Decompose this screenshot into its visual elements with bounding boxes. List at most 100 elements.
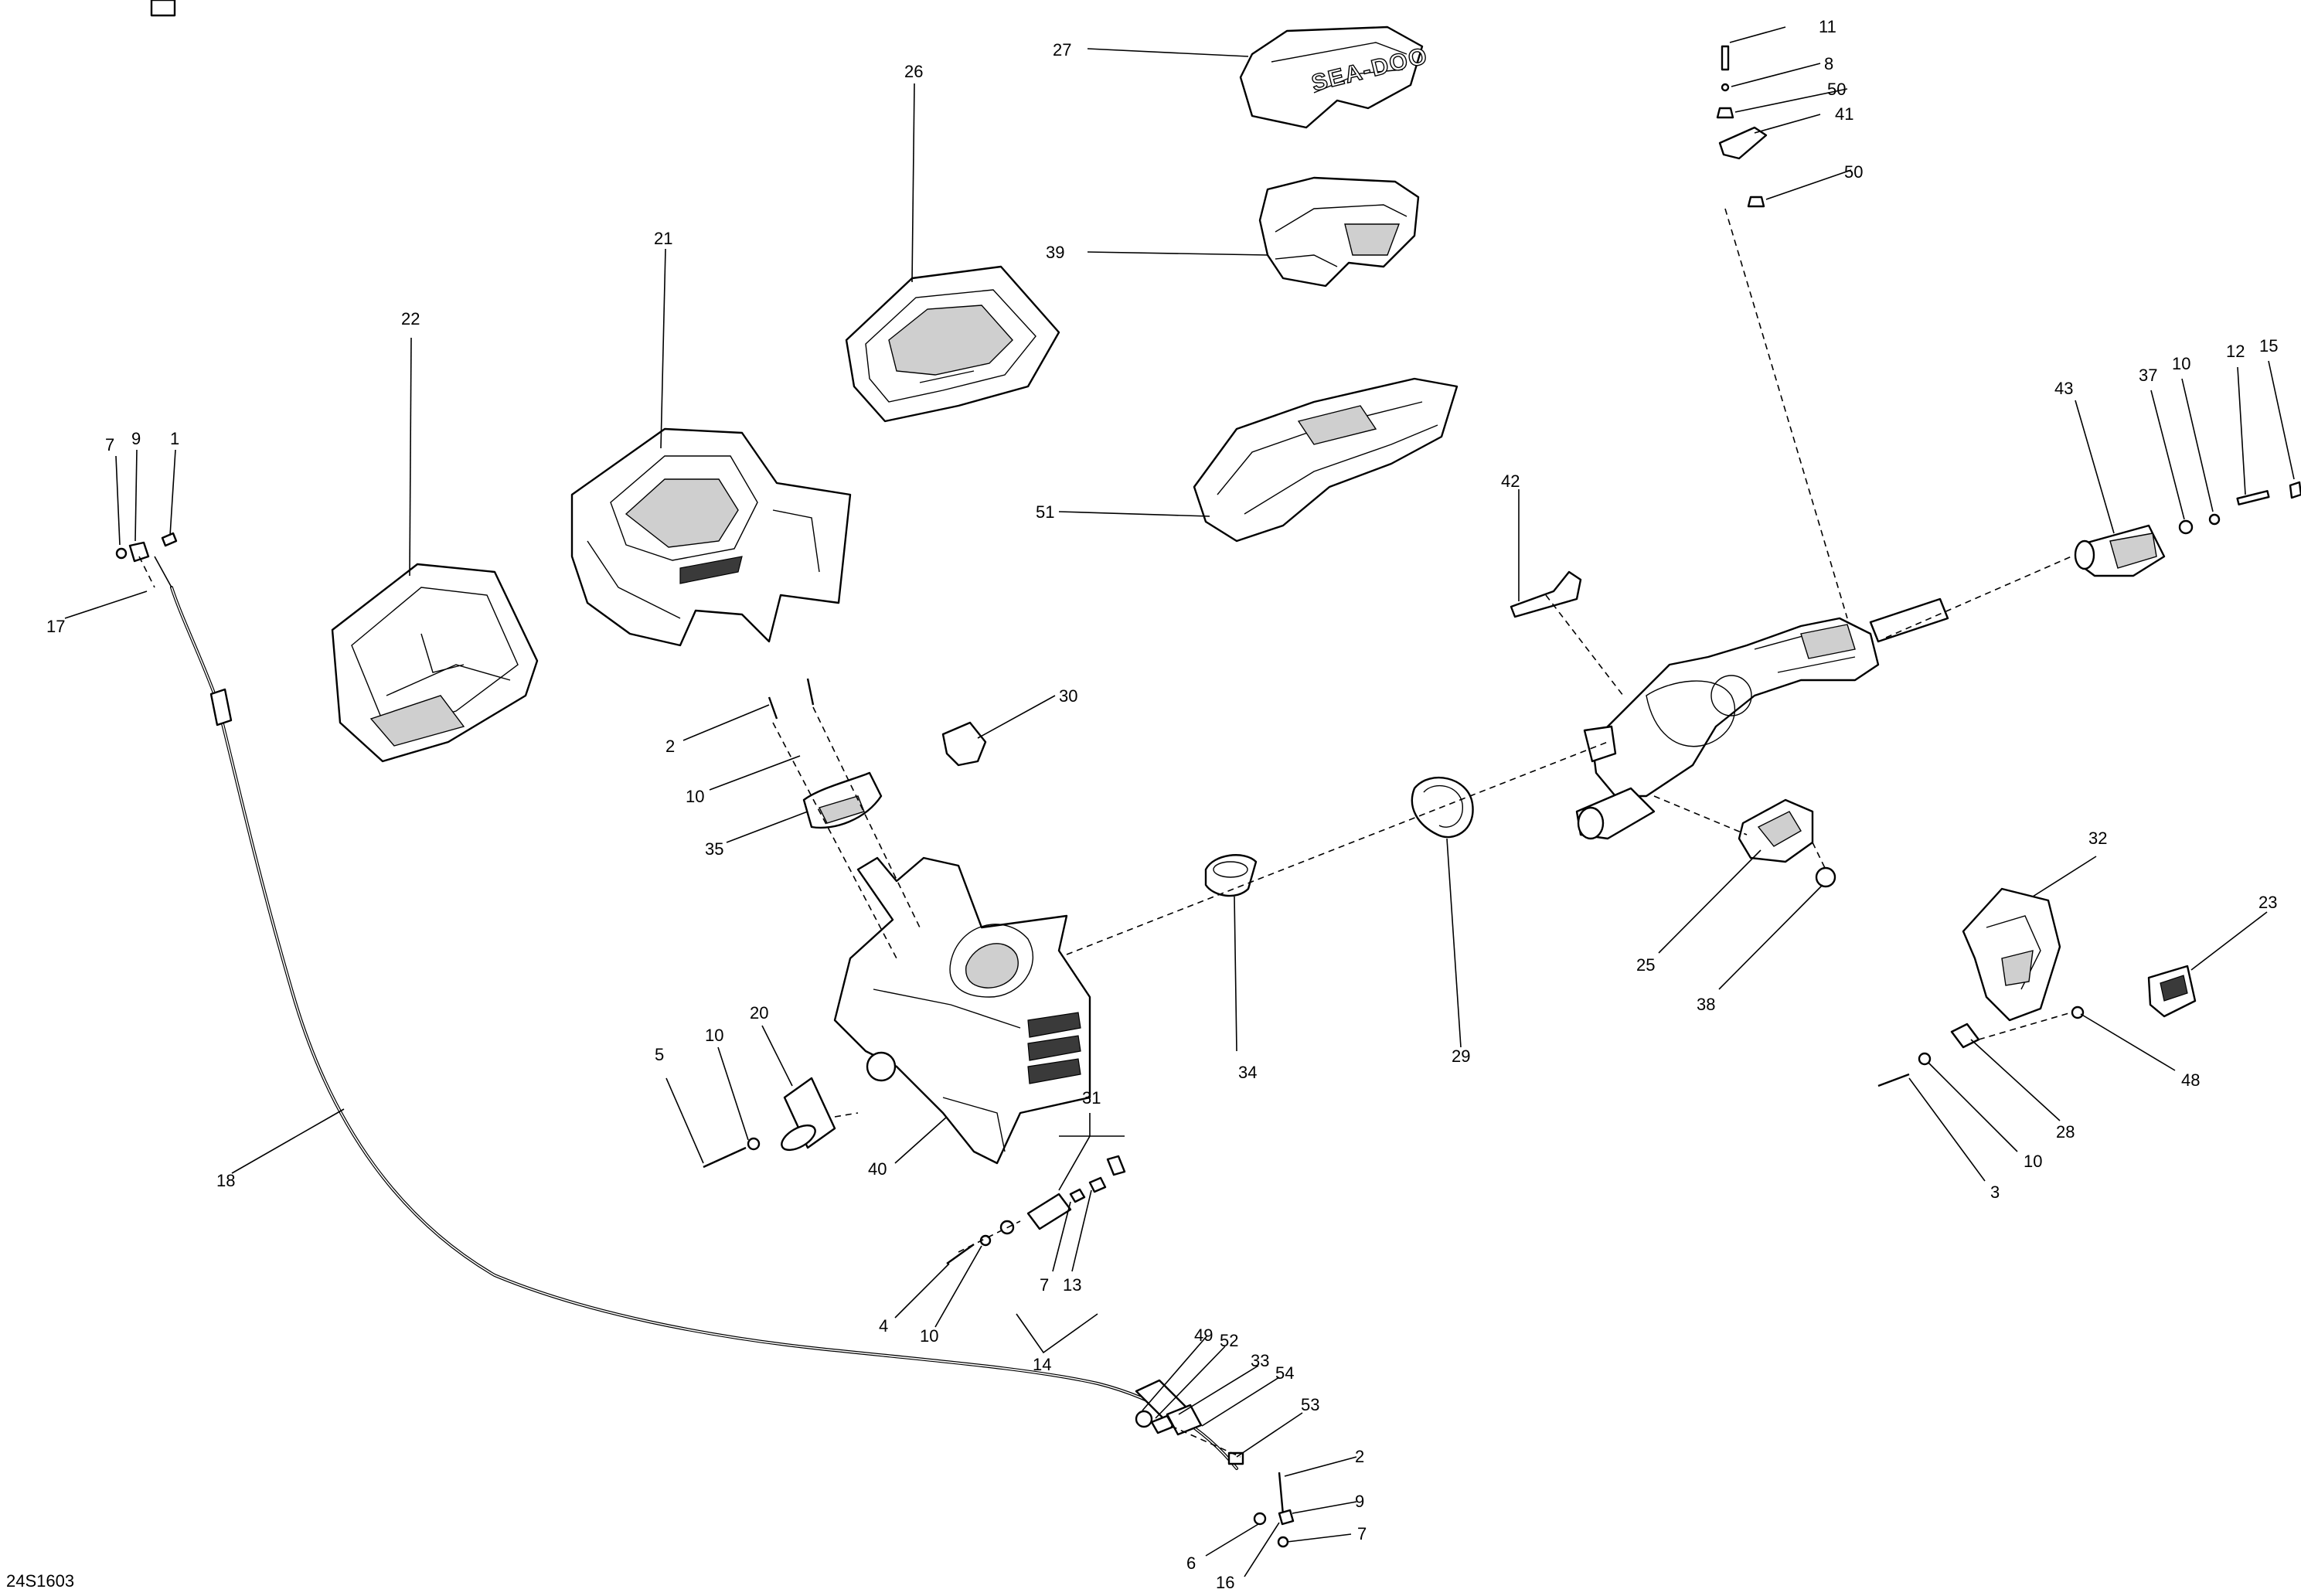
callout: 38 bbox=[1697, 995, 1715, 1014]
callout: 50 bbox=[1827, 80, 1846, 99]
callout: 28 bbox=[2056, 1122, 2075, 1142]
callout: 12 bbox=[2226, 342, 2245, 361]
callout: 15 bbox=[2259, 336, 2278, 356]
assembly-axis-top bbox=[1724, 208, 1848, 619]
callout: 17 bbox=[46, 617, 65, 636]
part-40-console-housing bbox=[833, 856, 1091, 1165]
throttle-cable bbox=[150, 0, 1238, 1470]
callout: 40 bbox=[868, 1159, 887, 1179]
assembly-axis-plug bbox=[1812, 842, 1826, 870]
callout: 11 bbox=[1819, 17, 1836, 36]
assembly-axis-right-lower bbox=[1978, 1012, 2072, 1040]
column-top-hardware bbox=[1716, 45, 1768, 208]
callout: 32 bbox=[2088, 829, 2107, 848]
callout: 4 bbox=[879, 1316, 888, 1336]
part-10-washer bbox=[747, 1137, 761, 1151]
callout: 10 bbox=[920, 1326, 938, 1346]
part-39-cap-liner bbox=[1258, 176, 1420, 288]
callout: 26 bbox=[904, 62, 923, 81]
callout: 33 bbox=[1251, 1351, 1269, 1370]
assembly-axis-sleeve bbox=[834, 1112, 859, 1118]
callout: 22 bbox=[401, 309, 420, 328]
callout: 53 bbox=[1301, 1395, 1319, 1414]
part-5-bolt bbox=[703, 1146, 747, 1169]
assembly-axis-main bbox=[1066, 741, 1608, 955]
callout: 21 bbox=[654, 229, 672, 248]
callout: 7 bbox=[1357, 1524, 1367, 1543]
callout: 2 bbox=[1355, 1447, 1364, 1466]
callout: 25 bbox=[1636, 955, 1655, 975]
callout: 3 bbox=[1990, 1183, 2000, 1202]
callout: 23 bbox=[2258, 893, 2277, 912]
part-23-switch bbox=[2147, 965, 2197, 1018]
callout: 10 bbox=[705, 1026, 723, 1045]
callout: 10 bbox=[2024, 1152, 2042, 1171]
callout: 13 bbox=[1063, 1275, 1081, 1295]
assembly-axis-fitting bbox=[958, 1220, 1021, 1253]
leader-lines bbox=[64, 26, 2295, 1577]
document-code: 24S1603 bbox=[6, 1571, 75, 1591]
part-26-bezel bbox=[845, 265, 1060, 423]
callout: 27 bbox=[1053, 40, 1071, 60]
callout: 7 bbox=[1040, 1275, 1049, 1295]
steering-column bbox=[1575, 597, 1949, 840]
part-2-screw-b bbox=[806, 678, 815, 706]
callout: 8 bbox=[1824, 54, 1833, 73]
callout: 34 bbox=[1238, 1063, 1257, 1082]
part-22-lower-cover bbox=[331, 563, 539, 763]
cable-end-hardware-bottom bbox=[1135, 1404, 1295, 1548]
part-42-arm bbox=[1510, 570, 1582, 618]
callout: 42 bbox=[1501, 471, 1520, 491]
callout: 9 bbox=[1355, 1492, 1364, 1511]
callout: 51 bbox=[1036, 502, 1054, 522]
part-2-screw bbox=[768, 696, 778, 720]
callout: 39 bbox=[1046, 243, 1064, 262]
callout: 52 bbox=[1220, 1331, 1238, 1350]
callout: 10 bbox=[686, 787, 704, 806]
callout: 9 bbox=[131, 429, 141, 448]
right-end-hardware bbox=[2178, 481, 2301, 535]
callout: 10 bbox=[2172, 354, 2190, 373]
callout: 50 bbox=[1844, 162, 1863, 182]
callout: 41 bbox=[1835, 104, 1853, 124]
callout-labels: 27 26 39 51 21 22 7 9 1 17 18 2 10 35 30… bbox=[46, 17, 2278, 1592]
callout: 48 bbox=[2181, 1070, 2200, 1090]
assembly-axis-arm bbox=[1545, 594, 1624, 696]
part-20-sleeve bbox=[781, 1077, 836, 1152]
cable-end-hardware-top bbox=[115, 532, 178, 588]
part-21-front-cover bbox=[570, 427, 852, 647]
cable-fitting-assembly bbox=[946, 1155, 1126, 1264]
part-51-support bbox=[1193, 377, 1459, 543]
callout: 20 bbox=[750, 1003, 768, 1023]
part-30-bracket bbox=[941, 721, 987, 767]
assembly-axis-screw-b bbox=[812, 706, 921, 928]
callout: 14 bbox=[1033, 1355, 1051, 1374]
part-25-cover bbox=[1738, 798, 1814, 863]
callout: 49 bbox=[1194, 1325, 1213, 1345]
part-27-top-cap: SEA-DOO bbox=[1239, 26, 1431, 129]
callout: 2 bbox=[665, 737, 675, 756]
callout: 54 bbox=[1275, 1363, 1294, 1383]
assembly-axis-screw-a bbox=[772, 722, 897, 959]
part-38-plug bbox=[1815, 866, 1836, 888]
callout: 43 bbox=[2054, 379, 2073, 398]
callout: 7 bbox=[105, 435, 114, 454]
callout: 35 bbox=[705, 839, 723, 859]
callout: 30 bbox=[1059, 686, 1077, 706]
lower-right-hardware bbox=[1877, 1006, 2085, 1087]
callout: 1 bbox=[170, 429, 179, 448]
part-35-clamp bbox=[802, 771, 883, 829]
callout: 37 bbox=[2139, 366, 2157, 385]
callout: 5 bbox=[655, 1045, 664, 1064]
callout: 29 bbox=[1452, 1046, 1470, 1066]
callout: 6 bbox=[1186, 1553, 1196, 1573]
callout: 16 bbox=[1216, 1573, 1234, 1592]
assembly-axis-cover bbox=[1653, 795, 1748, 835]
part-32-bracket bbox=[1962, 887, 2061, 1022]
callout: 18 bbox=[216, 1171, 235, 1190]
assembly-axis-right bbox=[1885, 556, 2072, 638]
part-43-grip bbox=[2074, 524, 2166, 577]
callout: 31 bbox=[1082, 1088, 1101, 1108]
assembly-axis-bottom bbox=[1170, 1425, 1241, 1458]
